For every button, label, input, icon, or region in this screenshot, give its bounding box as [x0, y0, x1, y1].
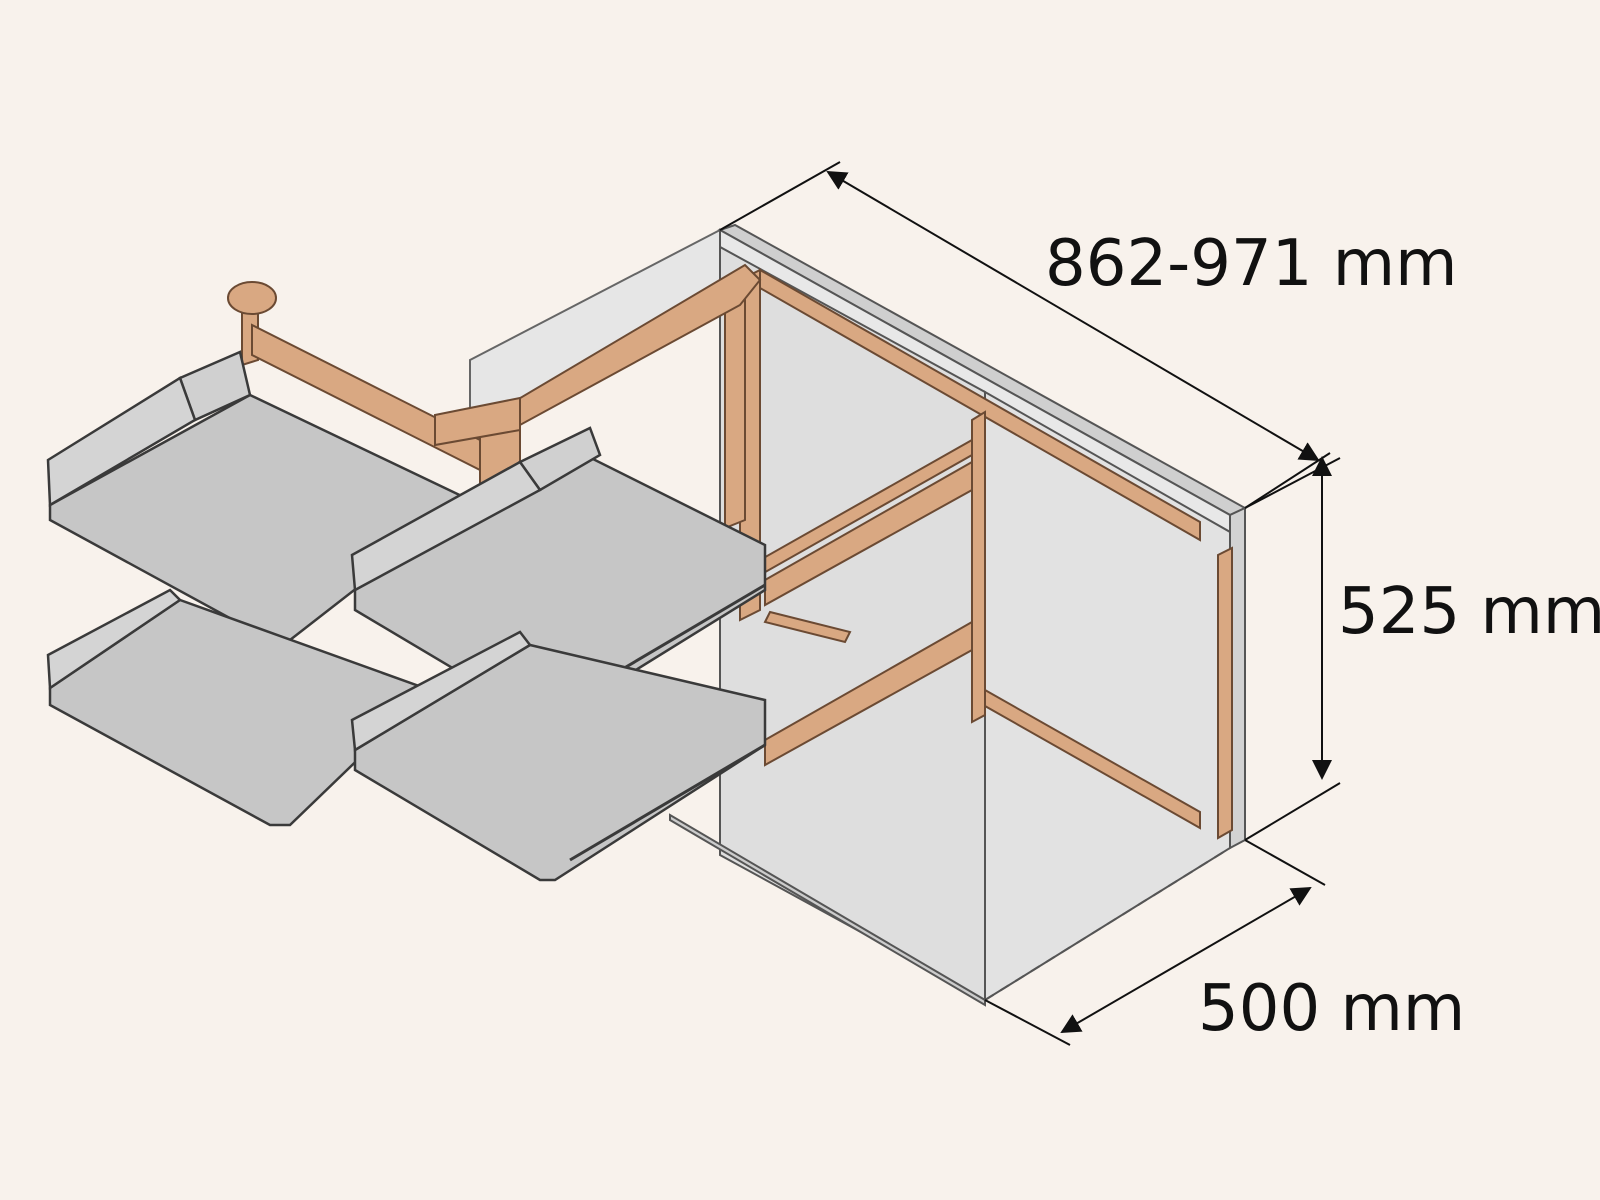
frame-middle-post [971, 410, 986, 724]
frame-left-bar [251, 323, 481, 472]
width-extension-left [719, 161, 841, 231]
width-extension-right [1244, 452, 1331, 509]
tray-lower-right [350, 630, 767, 882]
depth-dimension-line [1060, 886, 1312, 1034]
depth-extension-right [1244, 839, 1326, 886]
tray-upper-right-base [353, 453, 767, 722]
frame-left-post [724, 290, 746, 530]
tray-lower-right-base [353, 643, 767, 882]
dimensions [719, 161, 1341, 1046]
tray-lower-right-rail [569, 743, 766, 862]
depth-extension-left [984, 999, 1071, 1046]
frame-upper-crossbar [764, 460, 973, 607]
frame-strut [763, 610, 852, 644]
depth-dimension-label: 500 mm [1198, 972, 1465, 1046]
frame-hinge-bracket [434, 396, 521, 447]
height-extension-top [1244, 457, 1341, 509]
width-dimension-line [826, 170, 1320, 462]
tray-upper-right [350, 426, 767, 722]
width-dimension-label: 862-971 mm [1045, 227, 1457, 301]
frame-lower-crossbar [764, 620, 973, 767]
frame-bottom-rail [984, 688, 1201, 830]
frame-right-post [1217, 546, 1233, 840]
height-dimension-label: 525 mm [1338, 575, 1600, 649]
cabinet-front-panel [669, 813, 986, 1007]
tray-upper-left-lip [46, 376, 197, 508]
height-extension-bottom [1244, 782, 1341, 841]
frame-knob [227, 281, 277, 315]
trays [46, 350, 767, 882]
tray-lower-left [46, 588, 433, 827]
tray-upper-right-lip [350, 460, 542, 593]
tray-lower-right-lip [350, 630, 532, 753]
tray-lower-left-lip [46, 588, 182, 691]
